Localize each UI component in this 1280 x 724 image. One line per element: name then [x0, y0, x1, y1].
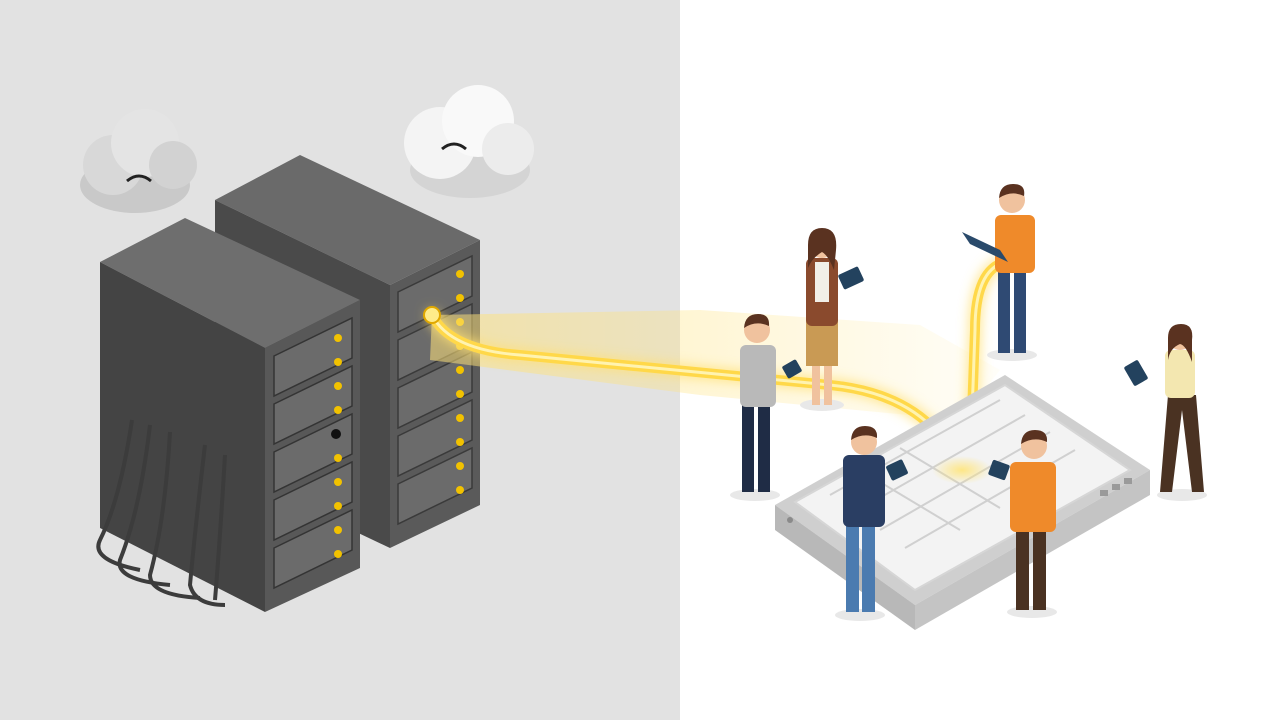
person-man-navy-shirt	[835, 426, 908, 621]
server-rack-icon	[96, 218, 360, 612]
cloud-icon	[404, 85, 534, 198]
tablet-icon	[782, 359, 802, 379]
laptop-icon	[962, 232, 1008, 262]
person-woman-right	[1124, 324, 1207, 501]
tablet-icon	[1124, 360, 1148, 386]
tablet-icon	[886, 459, 908, 481]
person-man-orange-shirt	[988, 430, 1057, 618]
person-woman-brown-jacket	[800, 228, 864, 411]
cloud-icon	[80, 109, 197, 213]
person-man-orange-laptop	[962, 184, 1037, 361]
tablet-icon	[988, 459, 1010, 481]
tablet-icon	[838, 266, 864, 290]
person-man-gray-shirt	[730, 314, 802, 501]
